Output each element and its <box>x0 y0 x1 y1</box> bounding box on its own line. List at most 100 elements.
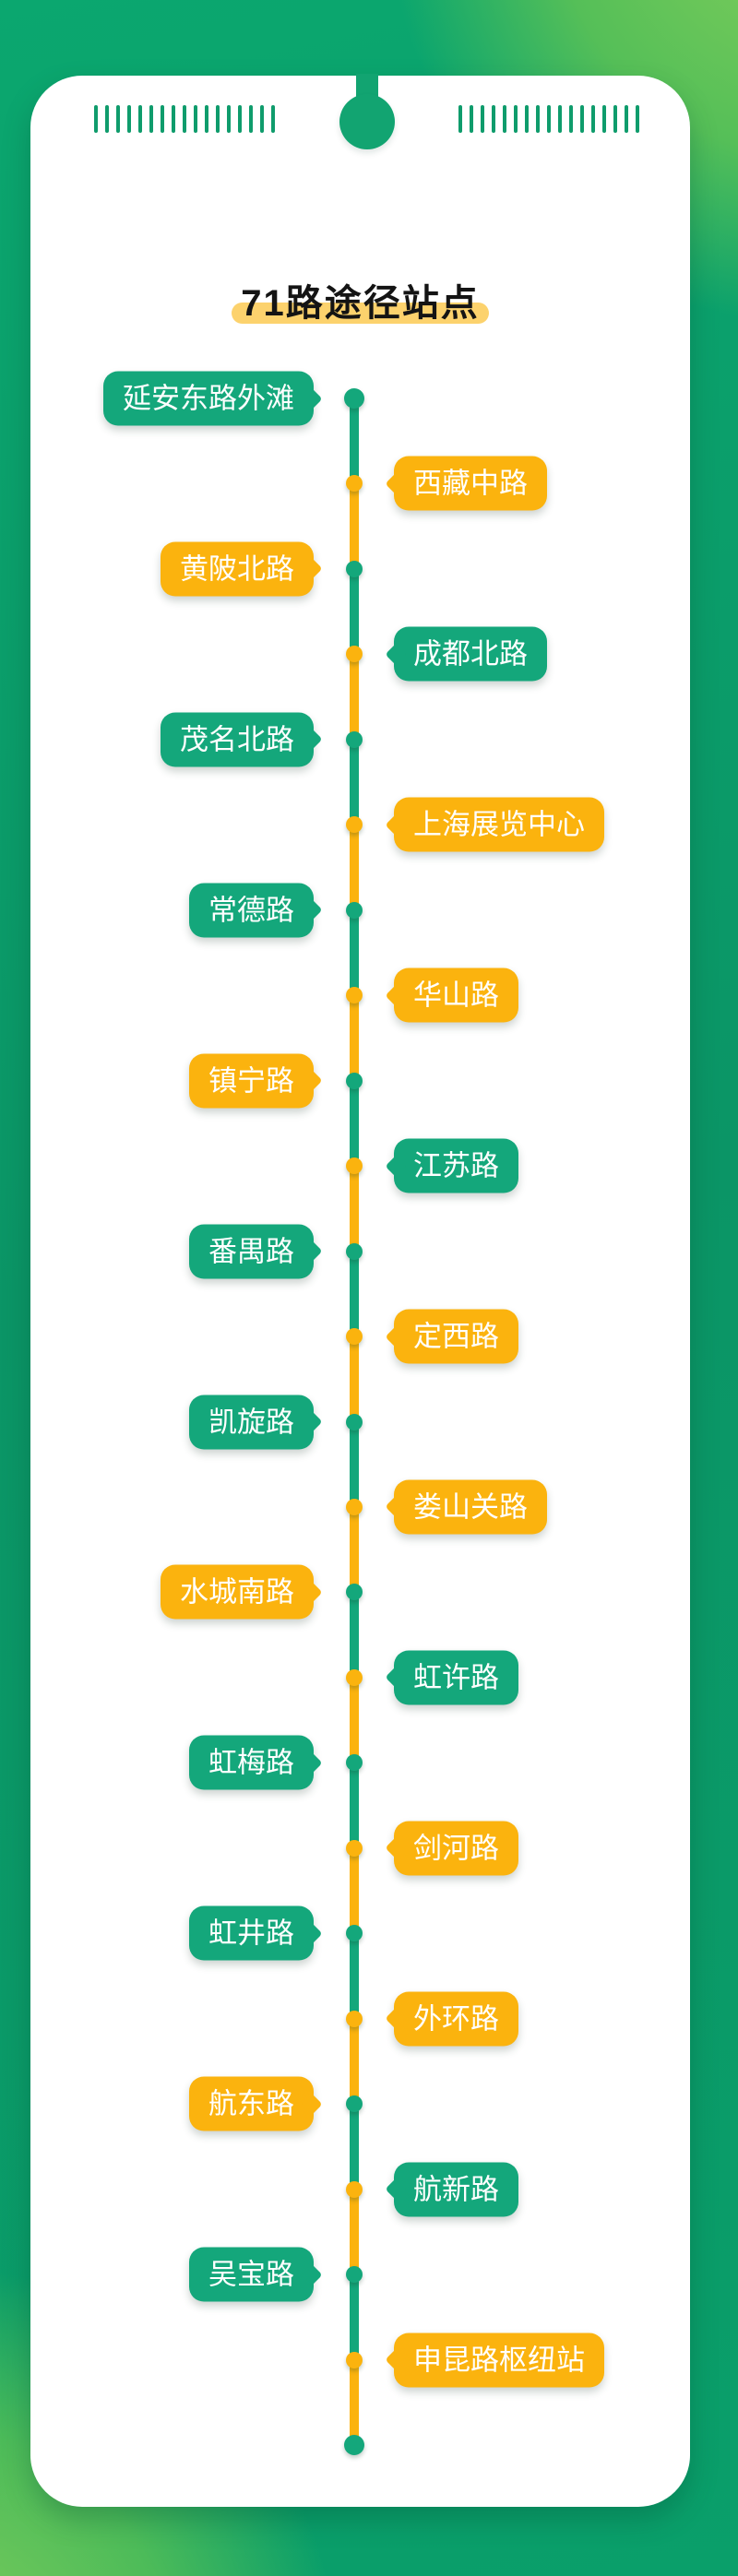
route-line-segment <box>350 1504 359 1595</box>
station-bubble: 江苏路 <box>394 1138 518 1193</box>
station-bubble: 水城南路 <box>161 1564 314 1620</box>
perforation-dash <box>116 105 120 133</box>
route-line-segment <box>350 566 359 657</box>
station-bubble: 镇宁路 <box>189 1053 314 1109</box>
route-line-segment <box>350 823 359 912</box>
perforation-dash <box>536 105 540 133</box>
perforation-dash <box>260 105 264 133</box>
station-bubble: 娄山关路 <box>394 1479 547 1535</box>
route-line-segment <box>350 481 359 571</box>
station-bubble: 成都北路 <box>394 626 547 682</box>
route-line-segment <box>350 1078 359 1169</box>
station-bubble: 申昆路枢纽站 <box>394 2333 604 2388</box>
station-dot <box>346 901 363 919</box>
perforation-dash <box>636 105 639 133</box>
station-dot <box>346 1584 363 1601</box>
perforation-dash <box>458 105 462 133</box>
station-dot <box>346 1413 363 1430</box>
station-bubble: 航新路 <box>394 2162 518 2217</box>
station-bubble: 番禺路 <box>189 1224 314 1279</box>
page-title: 71路途径站点 <box>30 282 690 325</box>
station-dot <box>346 1157 363 1175</box>
perforation-dash <box>514 105 518 133</box>
route-line-segment <box>350 1590 359 1680</box>
station-dot <box>346 730 363 748</box>
route-line-segment <box>350 908 359 998</box>
station-bubble: 凯旋路 <box>189 1395 314 1450</box>
perforation-dash <box>194 105 197 133</box>
route-line-segment <box>350 737 359 827</box>
station-bubble: 延安东路外滩 <box>103 371 314 426</box>
station-bubble: 西藏中路 <box>394 456 547 511</box>
station-bubble: 上海展览中心 <box>394 797 604 852</box>
station-dot <box>346 1754 363 1772</box>
route-line-segment <box>350 1931 359 2021</box>
route-line-segment <box>350 2187 359 2277</box>
station-dot <box>346 1242 363 1260</box>
hanger-circle-icon <box>339 94 395 149</box>
perforation-dash <box>569 105 573 133</box>
route-line-segment <box>350 2102 359 2191</box>
perforation-right-icon <box>458 105 639 133</box>
route-line-segment <box>350 1164 359 1253</box>
station-bubble: 虹梅路 <box>189 1735 314 1790</box>
station-dot <box>346 646 363 663</box>
route-line-segment <box>350 1249 359 1339</box>
route-line-segment <box>350 1675 359 1765</box>
perforation-dash <box>138 105 142 133</box>
route-line-segment <box>350 652 359 742</box>
station-dot <box>346 2095 363 2113</box>
station-bubble: 虹井路 <box>189 1905 314 1961</box>
route-line-segment <box>350 1846 359 1936</box>
route-line-segment <box>350 2357 359 2448</box>
perforation-dash <box>481 105 484 133</box>
station-dot <box>346 1925 363 1942</box>
perforation-dash <box>205 105 208 133</box>
station-bubble: 剑河路 <box>394 1821 518 1876</box>
perforation-dash <box>183 105 186 133</box>
perforation-dash <box>216 105 220 133</box>
perforation-dash <box>470 105 473 133</box>
station-bubble: 黄陂北路 <box>161 541 314 597</box>
perforation-dash <box>503 105 506 133</box>
station-bubble: 定西路 <box>394 1309 518 1364</box>
route-line-segment <box>350 397 359 486</box>
route-line-segment <box>350 2273 359 2362</box>
station-bubble: 外环路 <box>394 1991 518 2047</box>
perforation-dash <box>172 105 175 133</box>
route-line-segment <box>350 1335 359 1424</box>
perforation-dash <box>238 105 242 133</box>
station-dot <box>346 1498 363 1515</box>
perforation-dash <box>161 105 164 133</box>
station-bubble: 吴宝路 <box>189 2247 314 2302</box>
station-dot <box>346 816 363 834</box>
perforation-dash <box>558 105 562 133</box>
station-dot <box>346 2351 363 2368</box>
title-text: 71路途径站点 <box>241 283 480 324</box>
perforation-dash <box>613 105 617 133</box>
route-line-segment <box>350 993 359 1083</box>
perforation-dash <box>249 105 253 133</box>
perforation-dash <box>547 105 551 133</box>
station-dot <box>344 388 364 409</box>
perforation-dash <box>492 105 495 133</box>
station-dot <box>346 1072 363 1089</box>
perforation-dash <box>271 105 275 133</box>
station-bubble: 茂名北路 <box>161 712 314 767</box>
perforation-dash <box>94 105 98 133</box>
perforation-dash <box>149 105 153 133</box>
perforation-dash <box>525 105 529 133</box>
station-dot <box>346 987 363 1004</box>
perforation-dash <box>105 105 109 133</box>
route-line-segment <box>350 1761 359 1850</box>
route-line-segment <box>350 1419 359 1509</box>
terminus-dot <box>344 2435 364 2456</box>
perforation-dash <box>625 105 628 133</box>
station-dot <box>346 1839 363 1857</box>
station-dot <box>346 475 363 493</box>
station-dot <box>346 2180 363 2198</box>
perforation-dash <box>580 105 584 133</box>
station-dot <box>346 2266 363 2284</box>
